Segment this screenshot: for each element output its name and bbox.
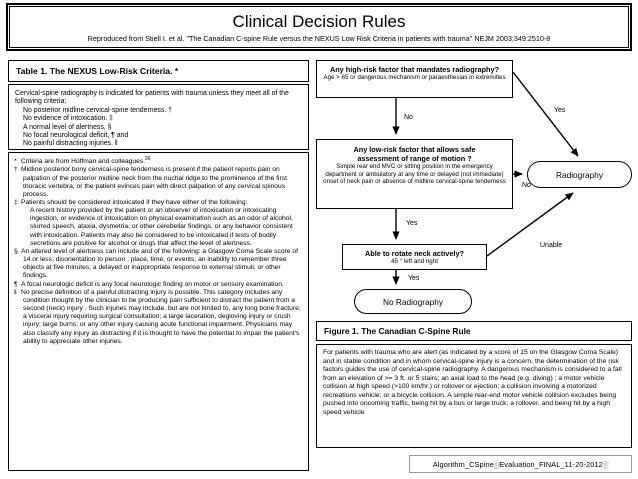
footnote-symbol: † [14, 166, 18, 174]
node-rotate-question: Able to rotate neck actively? [365, 249, 464, 258]
table1-criterion: No painful distracting injuries. ‖ [23, 140, 118, 148]
node-low-risk-question-line2: assessment of range of motion ? [357, 154, 472, 163]
table1-criterion: No focal neurological deficit, ¶ and [23, 132, 129, 140]
canadian-cspine-flowchart: Any high-risk factor that mandates radio… [316, 60, 632, 314]
footnote-symbol: ‖ [14, 288, 17, 296]
filename-label-box: Algorithm_CSpine░Evaluation_FINAL_11-20-… [409, 455, 632, 473]
table1-criterion: No evidence of intoxication. ‡ [23, 115, 114, 123]
footnote-reference-number: 26 [145, 156, 151, 162]
footnote-symbol: § [14, 247, 18, 255]
figure1-body-text: For patients with trauma who are alert (… [323, 349, 622, 416]
flowchart-connectors [392, 71, 579, 285]
table1-footnote: A recent history provided by the patient… [14, 207, 303, 248]
table1-heading-box: Table 1. The NEXUS Low-Risk Criteria. * [8, 60, 309, 82]
table1-footnotes-box: * Criteria are from Hoffman and colleague… [8, 152, 309, 471]
edge-label-low-risk-yes: Yes [406, 220, 418, 227]
terminal-no-radiography: No Radiography [354, 289, 472, 314]
node-low-risk-question-line1: Any low-risk factor that allows safe [353, 145, 476, 154]
footnote-text: Criteria are from Hoffman and colleagues… [21, 158, 146, 166]
footnote-text: No precise definition of a painful distr… [21, 288, 301, 345]
table1-criteria-box: Cervical-spine radiography is indicated … [8, 84, 309, 150]
node-low-risk-detail: Simple rear end MVC or sitting position … [323, 163, 506, 186]
footnote-symbol: ¶ [14, 280, 18, 288]
table1-footnote: §An altered level of alertness can inclu… [14, 248, 303, 281]
edge-label-high-risk-yes: Yes [554, 107, 566, 114]
edge-label-rotate-yes: Yes [408, 275, 420, 282]
figure1-body-box: For patients with trauma who are alert (… [316, 344, 632, 448]
edge-label-low-risk-no: No [522, 182, 531, 189]
footnote-text: A recent history provided by the patient… [30, 207, 293, 247]
table1-criteria-list: No posterior midline cervical-spine tend… [15, 107, 302, 149]
edge-label-high-risk-no: No [404, 114, 413, 121]
footnote-symbol: * [14, 158, 17, 166]
page-subtitle-citation: Reproduced from Stiell I. et al. "The Ca… [87, 33, 551, 43]
footnote-symbol: ‡ [14, 199, 18, 207]
node-rotate-detail: 45 ° left and right [391, 258, 438, 265]
figure1-heading-box: Figure 1. The Canadian C-Spine Rule [316, 321, 632, 341]
node-high-risk-factor: Any high-risk factor that mandates radio… [316, 60, 513, 98]
terminal-no-radiography-label: No Radiography [383, 296, 443, 307]
title-banner: Clinical Decision Rules Reproduced from … [6, 3, 632, 51]
node-high-risk-question: Any high-risk factor that mandates radio… [329, 65, 500, 74]
footnote-text: Patients should be considered intoxicate… [21, 199, 248, 207]
node-high-risk-detail: Age > 65 or dangerous mechanism or parae… [323, 74, 506, 81]
terminal-radiography: Radiography [527, 161, 632, 188]
node-rotate-neck: Able to rotate neck actively? 45 ° left … [342, 244, 487, 270]
footnote-text: A focal neurologic deficit is any focal … [21, 280, 284, 288]
filename-label-text: Algorithm_CSpine░Evaluation_FINAL_11-20-… [432, 459, 609, 469]
terminal-radiography-label: Radiography [555, 169, 604, 180]
node-low-risk-factor: Any low-risk factor that allows safe ass… [316, 139, 513, 209]
footnote-text: Midline posterior bony cervical-spine te… [21, 166, 287, 198]
table1-footnote: ‖ No precise definition of a painful dist… [14, 289, 303, 346]
table1-footnote: †Midline posterior bony cervical-spine t… [14, 166, 303, 199]
table1-criterion: A normal level of alertness, § [23, 123, 112, 131]
page-title: Clinical Decision Rules [232, 11, 406, 31]
footnote-text: An altered level of alertness can includ… [21, 247, 298, 280]
table1-lead-text: Cervical-spine radiography is indicated … [15, 90, 289, 106]
figure1-heading-text: Figure 1. The Canadian C-Spine Rule [324, 326, 471, 336]
edge-label-rotate-unable: Unable [540, 242, 563, 249]
table1-heading-text: Table 1. The NEXUS Low-Risk Criteria. * [16, 66, 179, 76]
table1-criterion: No posterior midline cervical-spine tend… [23, 106, 172, 114]
table1-footnote: ¶A focal neurologic deficit is any focal… [14, 281, 303, 289]
title-inner: Clinical Decision Rules Reproduced from … [9, 6, 629, 48]
table1-footnote: * Criteria are from Hoffman and colleague… [14, 155, 303, 166]
table1-footnote: ‡Patients should be considered intoxicat… [14, 199, 303, 207]
